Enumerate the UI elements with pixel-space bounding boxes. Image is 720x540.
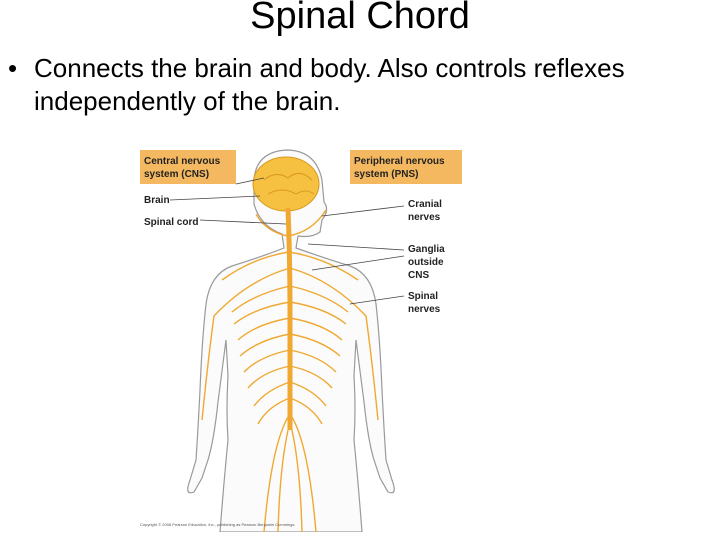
nervous-system-diagram: Central nervous system (CNS) Peripheral … [136, 140, 466, 532]
label-ganglia-line1: Ganglia [408, 244, 445, 255]
pns-label-box [350, 150, 462, 184]
cns-label-line2: system (CNS) [144, 169, 209, 180]
label-cranial-nerves-line1: Cranial [408, 199, 442, 210]
label-cranial-nerves-line2: nerves [408, 212, 441, 223]
label-brain: Brain [144, 195, 170, 206]
copyright-credit: Copyright © 2008 Pearson Education, Inc.… [140, 522, 295, 527]
pns-label-line1: Peripheral nervous [354, 156, 445, 167]
bullet-text: Connects the brain and body. Also contro… [34, 53, 625, 116]
label-spinal-nerves-line1: Spinal [408, 291, 438, 302]
slide-title: Spinal Chord [250, 0, 470, 37]
bullet-item: • Connects the brain and body. Also cont… [8, 52, 698, 118]
bullet-marker: • [8, 53, 18, 83]
label-ganglia-line2: outside [408, 257, 444, 268]
pns-label-line2: system (PNS) [354, 169, 418, 180]
cns-label-line1: Central nervous [144, 156, 221, 167]
cns-label-box [140, 150, 236, 184]
label-spinal-cord: Spinal cord [144, 217, 198, 228]
spinal-nerves [201, 209, 379, 532]
label-ganglia-line3: CNS [408, 270, 429, 281]
spinal-cord [285, 207, 293, 430]
brain [252, 156, 320, 212]
label-spinal-nerves-line2: nerves [408, 304, 441, 315]
